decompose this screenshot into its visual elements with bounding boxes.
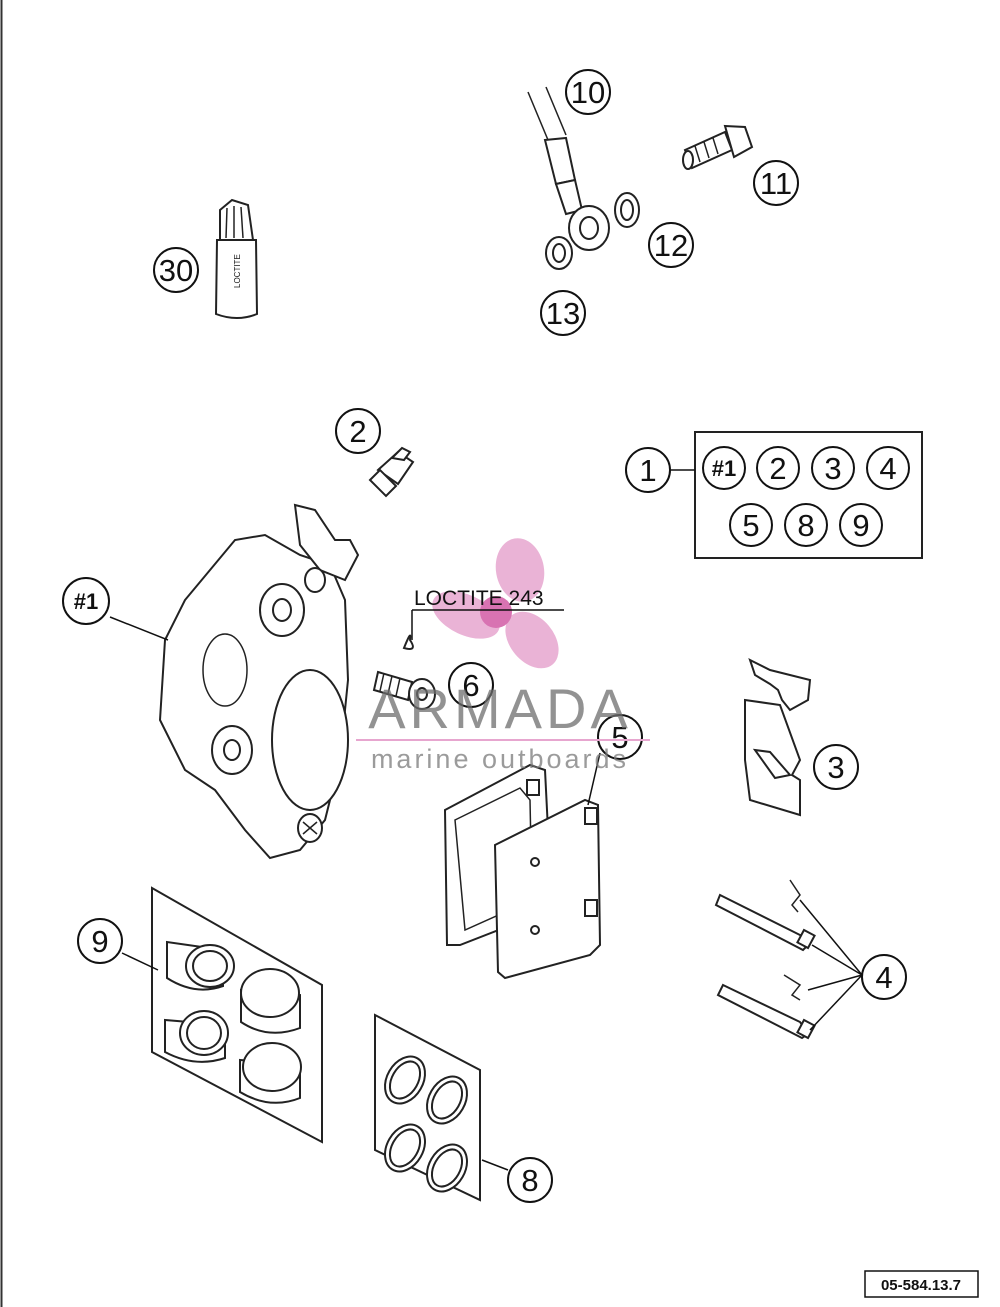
callout-8-label: 8 [521,1163,538,1198]
kit-item-9-label: 9 [852,508,869,543]
callout-1[interactable]: 1 [625,447,671,493]
watermark-brand: ARMADA [368,677,632,740]
loctite-243-note: LOCTITE 243 [402,587,564,650]
callout-4-label: 4 [875,960,892,995]
part-3-pad-spring[interactable] [744,658,812,817]
callout-9[interactable]: 9 [77,918,123,964]
part-30-loctite-tube[interactable]: LOCTITE [214,198,259,319]
callout-6-label: 6 [462,668,479,703]
part-2-bleed-screw[interactable] [368,446,415,498]
kit-item-caliper[interactable]: #1 [702,446,746,490]
callout-3[interactable]: 3 [813,744,859,790]
kit-item-5-label: 5 [742,508,759,543]
kit-item-8[interactable]: 8 [784,503,828,547]
watermark-text: ARMADA marine outboards [356,677,650,774]
callout-1-label: 1 [639,453,656,488]
callout-8[interactable]: 8 [507,1157,553,1203]
kit-item-caliper-label: #1 [712,456,736,481]
part-10-brake-line[interactable] [527,86,610,251]
part-5-brake-pads[interactable] [443,763,602,980]
piston-2 [240,968,301,1034]
watermark-propeller-logo [432,538,559,669]
callout-11[interactable]: 11 [753,160,799,206]
diagram-reference-box: 05-584.13.7 [864,1270,979,1298]
watermark-tagline: marine outboards [371,744,629,774]
callout-5-label: 5 [611,720,628,755]
callout-13-label: 13 [546,296,580,331]
loctite-tube-label: LOCTITE [233,254,242,288]
part-4-pins[interactable] [714,879,816,1040]
callout-11-label: 11 [760,166,792,201]
piston-3 [164,1010,229,1063]
kit-item-4[interactable]: 4 [866,446,910,490]
kit-item-3[interactable]: 3 [811,446,855,490]
callout-5[interactable]: 5 [597,714,643,760]
callout-9-label: 9 [91,924,108,959]
part-9-pistons-kit[interactable] [151,886,323,1144]
piston-4 [239,1042,302,1104]
kit-item-2-label: 2 [769,451,786,486]
part-caliper-body[interactable] [158,503,360,860]
callout-12[interactable]: 12 [648,222,694,268]
loctite-243-label: LOCTITE 243 [414,587,544,610]
callout-6[interactable]: 6 [448,662,494,708]
callout-10[interactable]: 10 [565,69,611,115]
diagram-reference-number: 05-584.13.7 [881,1277,961,1294]
callout-13[interactable]: 13 [540,290,586,336]
part-13-washer[interactable] [545,236,573,270]
leader-lines [109,616,863,1171]
callout-12-label: 12 [654,228,688,263]
callout-caliper-label: #1 [74,589,98,614]
callout-2-label: 2 [349,414,366,449]
part-12-washer[interactable] [614,192,640,228]
callout-2[interactable]: 2 [335,408,381,454]
part-6-screw[interactable] [372,670,436,710]
kit-item-3-label: 3 [824,451,841,486]
callout-3-label: 3 [827,750,844,785]
piston-1 [166,940,235,991]
kit-item-8-label: 8 [797,508,814,543]
part-8-seals-kit[interactable] [374,1013,481,1202]
kit-item-4-label: 4 [879,451,896,486]
kit-item-5[interactable]: 5 [729,503,773,547]
loctite-drop-icon [402,634,414,650]
callout-4[interactable]: 4 [861,954,907,1000]
callout-caliper[interactable]: #1 [62,577,110,625]
callout-30-label: 30 [159,253,193,288]
callout-10-label: 10 [571,75,605,110]
part-11-banjo-bolt[interactable] [682,124,754,170]
kit-item-9[interactable]: 9 [839,503,883,547]
callout-30[interactable]: 30 [153,247,199,293]
kit-item-2[interactable]: 2 [756,446,800,490]
